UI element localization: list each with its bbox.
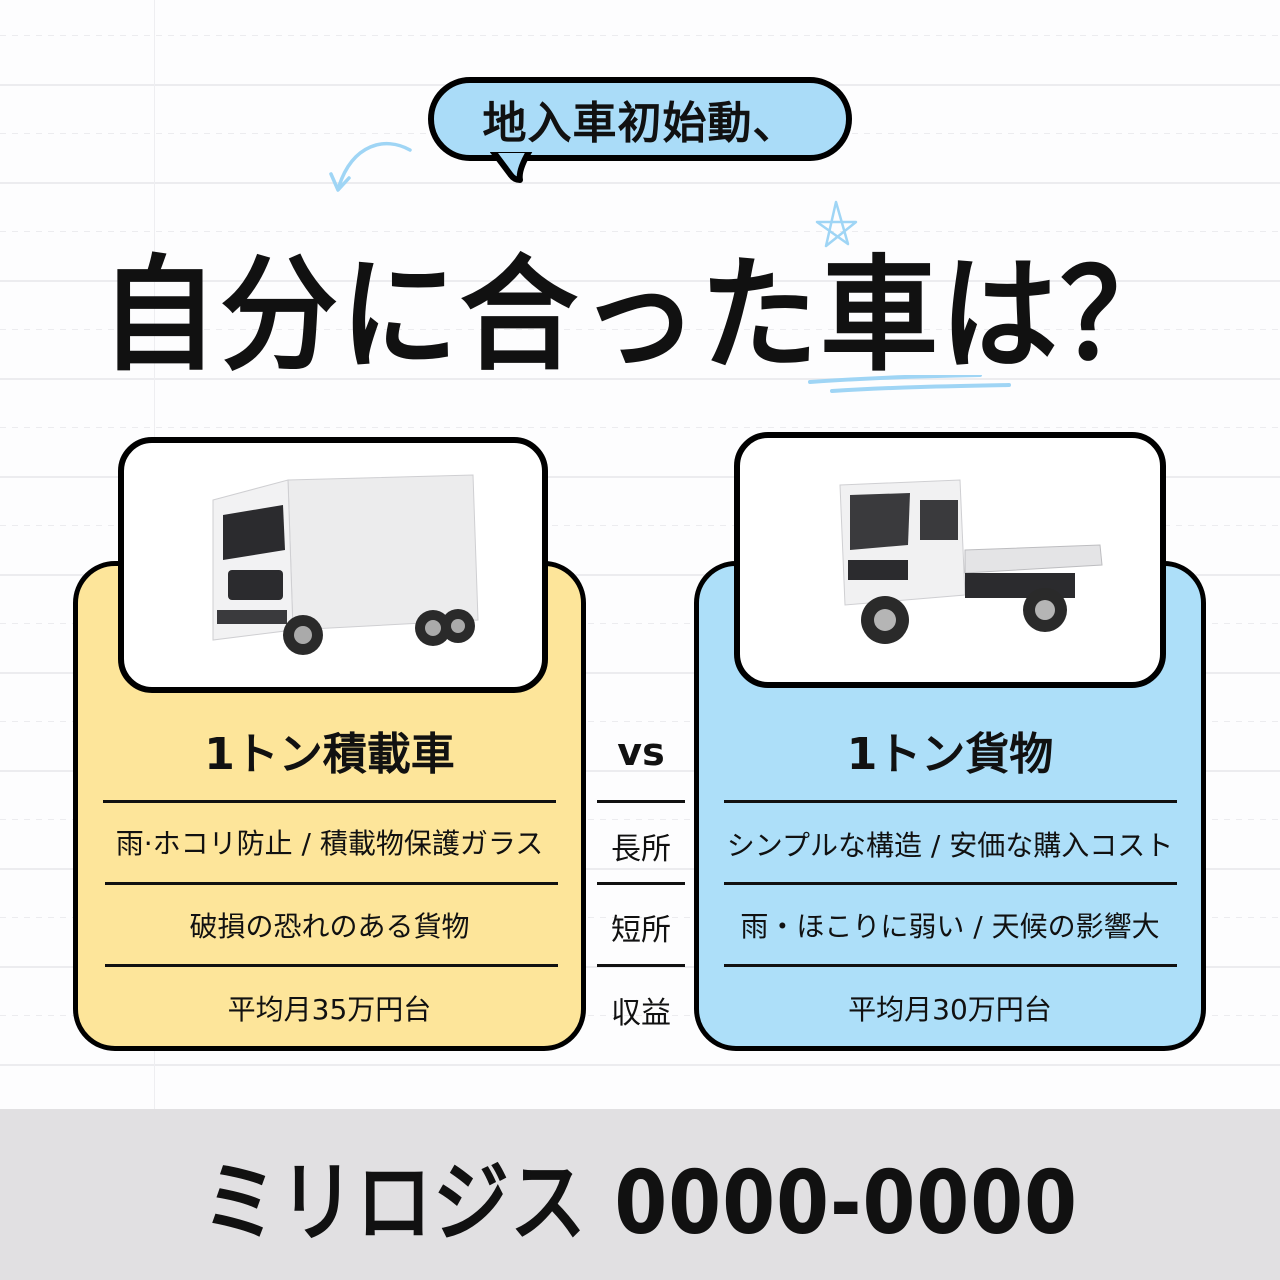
footer-banner: ミリロジス 0000-0000 xyxy=(0,1109,1280,1280)
row-divider xyxy=(724,882,1177,885)
row-divider xyxy=(724,964,1177,967)
dashed-line xyxy=(0,1015,1280,1016)
headline: 自分に合った車は？ xyxy=(99,242,1180,388)
left-revenue: 平均月35万円台 xyxy=(227,993,432,1026)
dashed-line xyxy=(0,819,1280,820)
underline-strokes xyxy=(808,375,1011,393)
star-icon xyxy=(815,200,858,248)
right-revenue: 平均月30万円台 xyxy=(848,993,1052,1026)
dashed-line xyxy=(0,917,1280,918)
dashed-line xyxy=(0,427,1280,428)
cons-label: 短所 xyxy=(611,913,671,948)
bubble-tail xyxy=(490,150,540,183)
dashed-line xyxy=(0,35,1280,36)
contact-phone: ミリロジス 0000-0000 xyxy=(201,1150,1079,1254)
dashed-line xyxy=(0,525,1280,526)
right-cons: 雨・ほこりに弱い / 天候の影響大 xyxy=(740,910,1160,943)
row-divider xyxy=(105,882,558,885)
right-card-title: 1トン貨物 xyxy=(846,729,1054,780)
left-cons: 破損の恐れのある貨物 xyxy=(189,910,470,943)
dashed-line xyxy=(0,231,1280,232)
row-divider xyxy=(105,964,558,967)
dashed-line xyxy=(0,721,1280,722)
dashed-line xyxy=(0,329,1280,330)
left-card-title: 1トン積載車 xyxy=(204,729,455,780)
revenue-label: 収益 xyxy=(611,996,671,1031)
right-pros: シンプルな構造 / 安価な購入コスト xyxy=(726,829,1174,862)
flatbed-truck-icon xyxy=(839,479,1103,644)
row-divider xyxy=(597,964,685,967)
box-truck-icon xyxy=(212,474,479,655)
row-divider xyxy=(103,800,556,803)
row-divider xyxy=(724,800,1177,803)
dashed-line xyxy=(0,623,1280,624)
pros-label: 長所 xyxy=(611,832,671,867)
bubble-text: 地入車初始動、 xyxy=(482,98,798,149)
curved-arrow-icon xyxy=(329,141,412,192)
row-divider xyxy=(597,800,685,803)
vs-label: vs xyxy=(617,730,665,774)
flatbed-truck-photo xyxy=(734,432,1166,688)
box-truck-photo xyxy=(118,437,548,693)
row-divider xyxy=(597,882,685,885)
speech-bubble: 地入車初始動、 xyxy=(428,77,852,161)
left-pros: 雨·ホコリ防止 / 積載物保護ガラス xyxy=(115,827,544,860)
